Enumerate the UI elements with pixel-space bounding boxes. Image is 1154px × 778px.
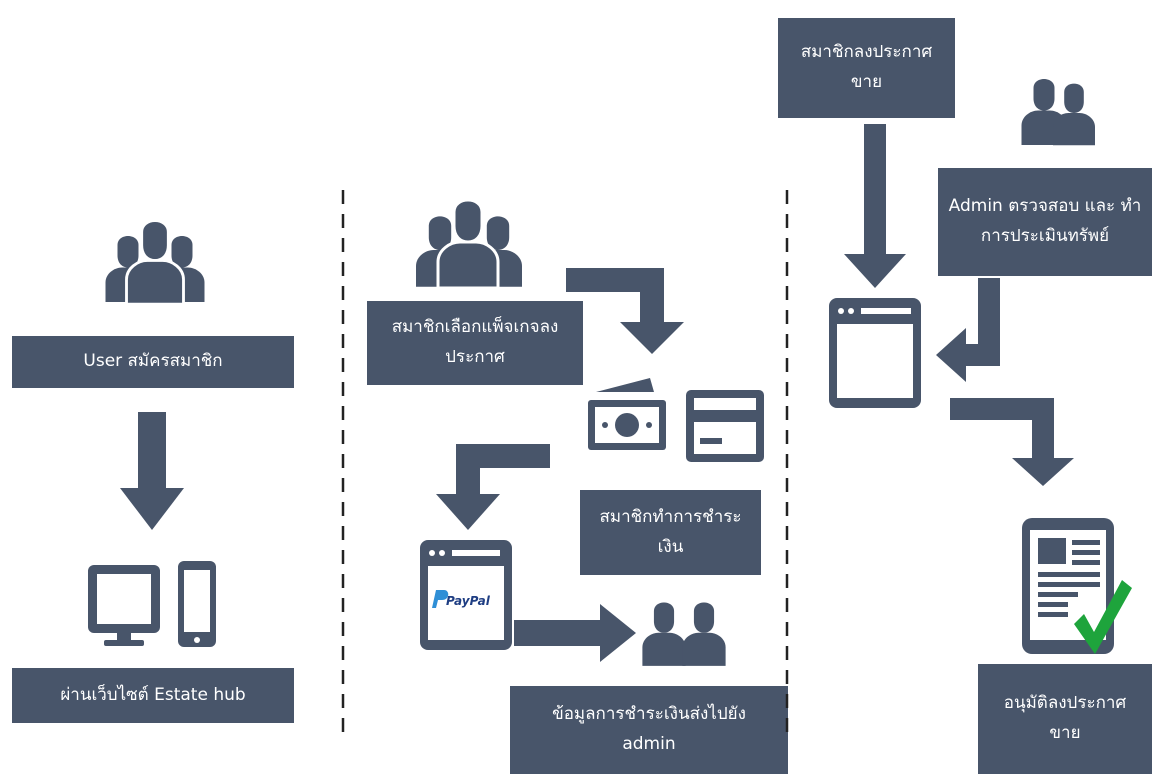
arrow-icon [936,278,1000,382]
users-icon [416,198,522,290]
arrow-icon [844,124,906,288]
admin-review-box: Admin ตรวจสอบ และ ทำ การประเมินทรัพย์ [938,168,1152,276]
arrow-icon [514,604,636,662]
phone-icon [178,561,216,647]
users-icon [642,602,726,666]
paypal-label: PayPal [446,594,491,608]
credit-card-icon [686,390,764,462]
via-website-box: ผ่านเว็บไซต์ Estate hub [12,668,294,723]
arrow-icon [950,398,1074,486]
desktop-icon [88,565,160,646]
arrow-icon [120,412,184,530]
send-to-admin-box: ข้อมูลการชำระเงินส่งไปยัง admin [510,686,788,774]
checkmark-icon [1074,580,1132,654]
make-payment-box: สมาชิกทำการชำระ เงิน [580,490,761,575]
choose-package-box: สมาชิกเลือกแพ็จเกจลง ประกาศ [367,301,583,385]
user-register-box: User สมัครสมาชิก [12,336,294,388]
document-icon [1022,518,1114,654]
browser-window-icon [829,298,921,408]
paypal-window-icon: PayPal [420,540,512,650]
post-listing-box: สมาชิกลงประกาศ ขาย [778,18,955,118]
approve-listing-box: อนุมัติลงประกาศ ขาย [978,664,1152,774]
users-icon [105,219,205,306]
arrow-icon [436,444,550,530]
users-icon [1021,79,1095,146]
arrow-icon [566,268,684,354]
cash-icon [588,378,666,450]
